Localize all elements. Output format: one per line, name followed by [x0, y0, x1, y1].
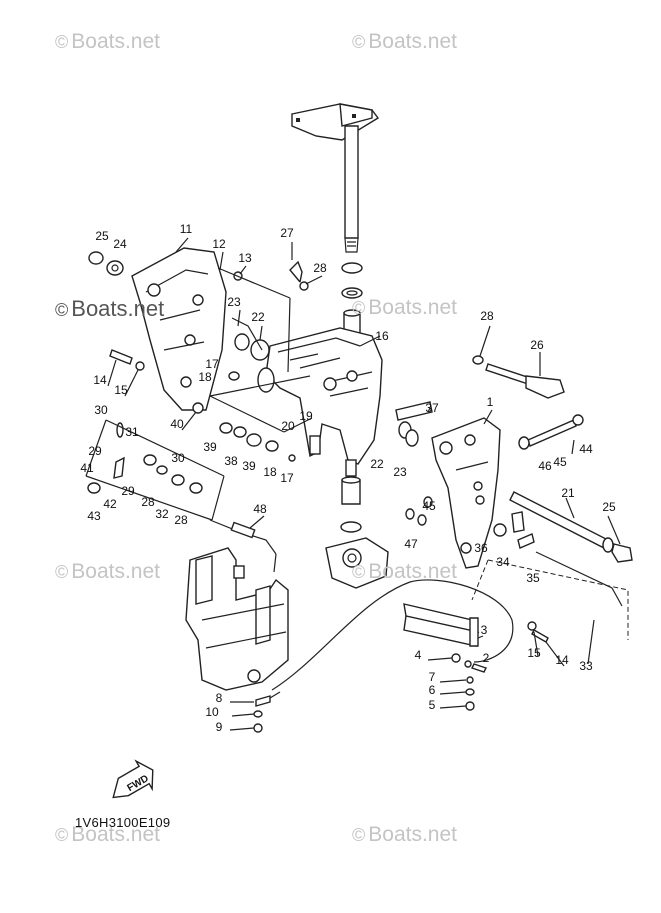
part-number-6: 6 — [429, 683, 436, 697]
part-number-10: 10 — [205, 705, 219, 719]
wire-harness — [209, 519, 514, 691]
part-number-16: 16 — [375, 329, 389, 343]
part-number-32: 32 — [155, 507, 169, 521]
bolts — [231, 317, 584, 450]
steering-arm — [291, 103, 380, 141]
part-number-13: 13 — [238, 251, 252, 265]
part-number-12: 12 — [212, 237, 226, 251]
part-number-14: 14 — [93, 373, 107, 387]
part-number-29: 29 — [121, 484, 135, 498]
part-number-22: 22 — [251, 310, 265, 324]
watermark: ©Boats.net — [352, 30, 457, 53]
part-number-18: 18 — [263, 465, 277, 479]
part-number-3: 3 — [481, 623, 488, 637]
forward-arrow: FWD — [112, 759, 154, 799]
part-number-28: 28 — [313, 261, 327, 275]
part-number-35: 35 — [526, 571, 540, 585]
part-number-43: 43 — [87, 509, 101, 523]
part-number-22: 22 — [370, 457, 384, 471]
right-clamp-bracket — [431, 417, 501, 569]
leader-lines — [107, 237, 621, 731]
part-number-24: 24 — [113, 237, 127, 251]
part-number-19: 19 — [299, 409, 313, 423]
part-number-37: 37 — [425, 401, 439, 415]
part-number-41: 41 — [80, 461, 94, 475]
part-number-33: 33 — [579, 659, 593, 673]
part-number-29: 29 — [88, 444, 102, 458]
watermark: ©Boats.net — [352, 823, 457, 846]
part-number-15: 15 — [527, 646, 541, 660]
watermark: ©Boats.net — [352, 560, 457, 583]
part-number-27: 27 — [280, 226, 294, 240]
part-number-47: 47 — [404, 537, 418, 551]
diagram-code: 1V6H3100E109 — [75, 815, 171, 830]
swivel-bracket — [265, 327, 383, 477]
part-number-5: 5 — [429, 698, 436, 712]
part-number-8: 8 — [216, 691, 223, 705]
part-number-38: 38 — [224, 454, 238, 468]
part-number-7: 7 — [429, 670, 436, 684]
part-number-25: 25 — [95, 229, 109, 243]
part-number-4: 4 — [415, 648, 422, 662]
watermark: ©Boats.net — [55, 560, 160, 583]
trim-tilt-unit — [185, 547, 289, 691]
part-number-15: 15 — [114, 383, 128, 397]
part-number-39: 39 — [242, 459, 256, 473]
part-number-44: 44 — [579, 442, 593, 456]
friction-parts — [87, 260, 309, 494]
part-number-26: 26 — [530, 338, 544, 352]
watermark: ©Boats.net — [55, 296, 165, 321]
part-number-25: 25 — [602, 500, 616, 514]
part-number-28: 28 — [174, 513, 188, 527]
part-number-30: 30 — [94, 403, 108, 417]
group-outlines — [85, 267, 629, 640]
part-number-42: 42 — [103, 497, 117, 511]
watermark: ©Boats.net — [55, 30, 160, 53]
part-number-34: 34 — [496, 555, 510, 569]
part-number-40: 40 — [170, 417, 184, 431]
tilt-tube — [509, 491, 633, 563]
part-number-46: 46 — [538, 459, 552, 473]
part-number-36: 36 — [474, 541, 488, 555]
part-number-48: 48 — [253, 502, 267, 516]
part-number-18: 18 — [198, 370, 212, 384]
part-number-30: 30 — [171, 451, 185, 465]
lower-plates — [403, 496, 623, 647]
part-number-17: 17 — [280, 471, 294, 485]
watermark: ©Boats.net — [55, 823, 160, 846]
part-number-23: 23 — [227, 295, 241, 309]
watermark: ©Boats.net — [352, 296, 457, 319]
part-number-11: 11 — [180, 222, 193, 236]
part-number-14: 14 — [555, 653, 569, 667]
part-number-21: 21 — [561, 486, 575, 500]
part-number-45: 45 — [553, 455, 567, 469]
part-number-1: 1 — [487, 395, 494, 409]
part-number-23: 23 — [393, 465, 407, 479]
part-number-20: 20 — [281, 419, 295, 433]
part-number-9: 9 — [216, 720, 223, 734]
part-number-2: 2 — [483, 651, 490, 665]
lower-mount — [325, 476, 389, 589]
part-number-17: 17 — [205, 357, 219, 371]
part-number-45: 45 — [422, 499, 436, 513]
trim-rod — [472, 355, 565, 399]
left-clamp-bracket — [88, 247, 227, 411]
part-number-31: 31 — [125, 425, 139, 439]
part-number-39: 39 — [203, 440, 217, 454]
small-fasteners — [253, 653, 487, 733]
steering-shaft — [344, 125, 359, 253]
part-number-28: 28 — [480, 309, 494, 323]
part-number-28: 28 — [141, 495, 155, 509]
